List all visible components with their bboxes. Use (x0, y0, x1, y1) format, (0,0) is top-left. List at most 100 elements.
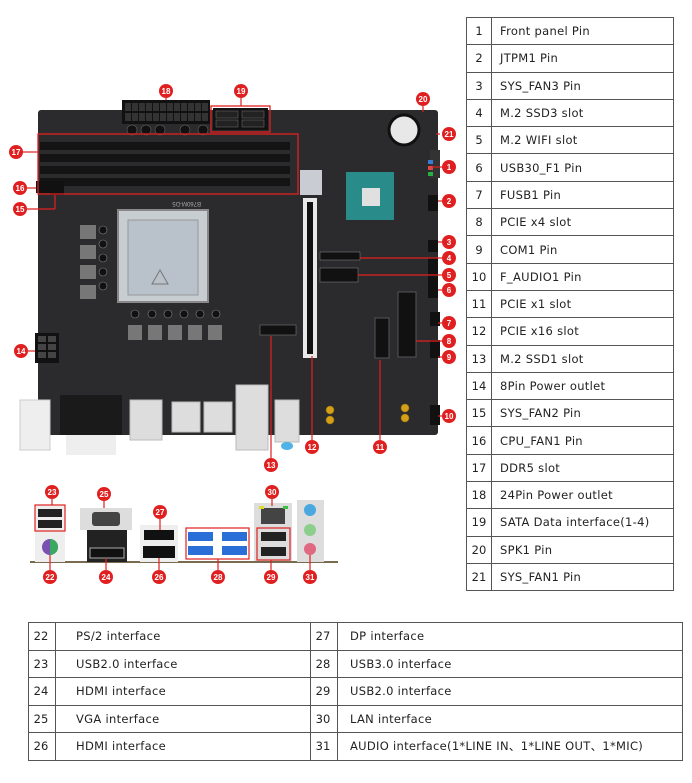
callout-badge (442, 251, 456, 265)
legend-label: SYS_FAN3 Pin (491, 71, 674, 100)
legend-number: 8 (466, 208, 492, 237)
callout-number: 5 (447, 271, 452, 280)
callout-badge (13, 181, 27, 195)
legend-label: SATA Data interface(1-4) (491, 508, 674, 537)
callout-badge (442, 160, 456, 174)
vrm-chokes (80, 225, 222, 340)
callout-badge (43, 570, 57, 584)
callout-number: 15 (16, 205, 25, 214)
legend-label: SYS_FAN1 Pin (491, 562, 674, 592)
io-legend-number: 27 (310, 622, 338, 651)
legend-label: M.2 SSD1 slot (491, 344, 674, 373)
io-legend-label: AUDIO interface(1*LINE IN、1*LINE OUT、1*M… (337, 732, 683, 761)
lan-port (261, 508, 285, 524)
callout-number: 30 (268, 488, 277, 497)
callout-number: 1 (447, 163, 452, 172)
callout-badge (373, 440, 387, 454)
callout-number: 11 (376, 443, 385, 452)
callout-number: 12 (308, 443, 317, 452)
legend-number: 12 (466, 317, 492, 346)
io-legend-label: LAN interface (337, 704, 683, 733)
usb2-port-29a (261, 532, 286, 541)
dp-port (144, 530, 174, 540)
audio-line-out-jack (304, 524, 316, 536)
io-legend-label: USB3.0 interface (337, 649, 683, 678)
callout-number: 4 (447, 254, 452, 263)
pcie-x4-slot (397, 291, 417, 358)
legend-number: 11 (466, 289, 492, 319)
legend-number: 10 (466, 262, 492, 291)
callout-badge (159, 84, 173, 98)
io-legend-number: 30 (310, 704, 338, 733)
io-legend-number: 25 (28, 704, 56, 733)
callout-badge (442, 127, 456, 141)
callout-number: 21 (445, 130, 454, 139)
usb3-port (222, 532, 247, 541)
callout-number: 22 (46, 573, 55, 582)
callout-badge (265, 485, 279, 499)
usb2-port-29b (261, 547, 286, 556)
callout-number: 17 (12, 148, 21, 157)
callout-badge (99, 570, 113, 584)
legend-label: PCIE x1 slot (491, 289, 674, 319)
usb3-port (222, 546, 247, 555)
callout-number: 7 (447, 319, 452, 328)
callout-badge (442, 350, 456, 364)
legend-label: FUSB1 Pin (491, 180, 674, 210)
callout-badge (442, 316, 456, 330)
io-legend-label: USB2.0 interface (337, 677, 683, 706)
callout-badge (234, 84, 248, 98)
callout-badge (442, 194, 456, 208)
legend-number: 15 (466, 399, 492, 428)
callout-badge (97, 487, 111, 501)
sata-connectors (213, 108, 268, 130)
callout-badge (442, 409, 456, 423)
legend-label: 24Pin Power outlet (491, 481, 674, 510)
callout-number: 3 (447, 238, 452, 247)
m2-wifi-slot (319, 267, 359, 283)
legend-number: 7 (466, 180, 492, 210)
callout-number: 18 (162, 87, 171, 96)
audio-line-in-jack (304, 504, 316, 516)
hdmi-port-26 (143, 546, 175, 558)
usb3-port (188, 532, 213, 541)
m2-ssd1-slot (259, 324, 297, 336)
callout-badge (303, 570, 317, 584)
ddr5-slots (40, 142, 290, 186)
io-legend-label: USB2.0 interface (55, 649, 311, 678)
legend-number: 20 (466, 535, 492, 564)
callout-number: 25 (100, 490, 109, 499)
pcie-x1-slot (374, 317, 390, 359)
callout-number: 14 (17, 347, 26, 356)
callout-number: 10 (445, 412, 454, 421)
vga-port (92, 512, 120, 526)
legend-label: Front panel Pin (491, 16, 674, 46)
callout-number: 19 (237, 87, 246, 96)
callout-badge (442, 268, 456, 282)
legend-label: F_AUDIO1 Pin (491, 262, 674, 291)
legend-label: SYS_FAN2 Pin (491, 399, 674, 428)
io-legend-number: 26 (28, 732, 56, 761)
io-legend-number: 24 (28, 677, 56, 706)
legend-number: 13 (466, 344, 492, 373)
io-legend-label: VGA interface (55, 704, 311, 733)
legend-label: SPK1 Pin (491, 535, 674, 564)
callout-number: 9 (447, 353, 452, 362)
io-legend-number: 23 (28, 649, 56, 678)
callout-badge (442, 283, 456, 297)
callout-number: 31 (306, 573, 315, 582)
callout-number: 29 (267, 573, 276, 582)
